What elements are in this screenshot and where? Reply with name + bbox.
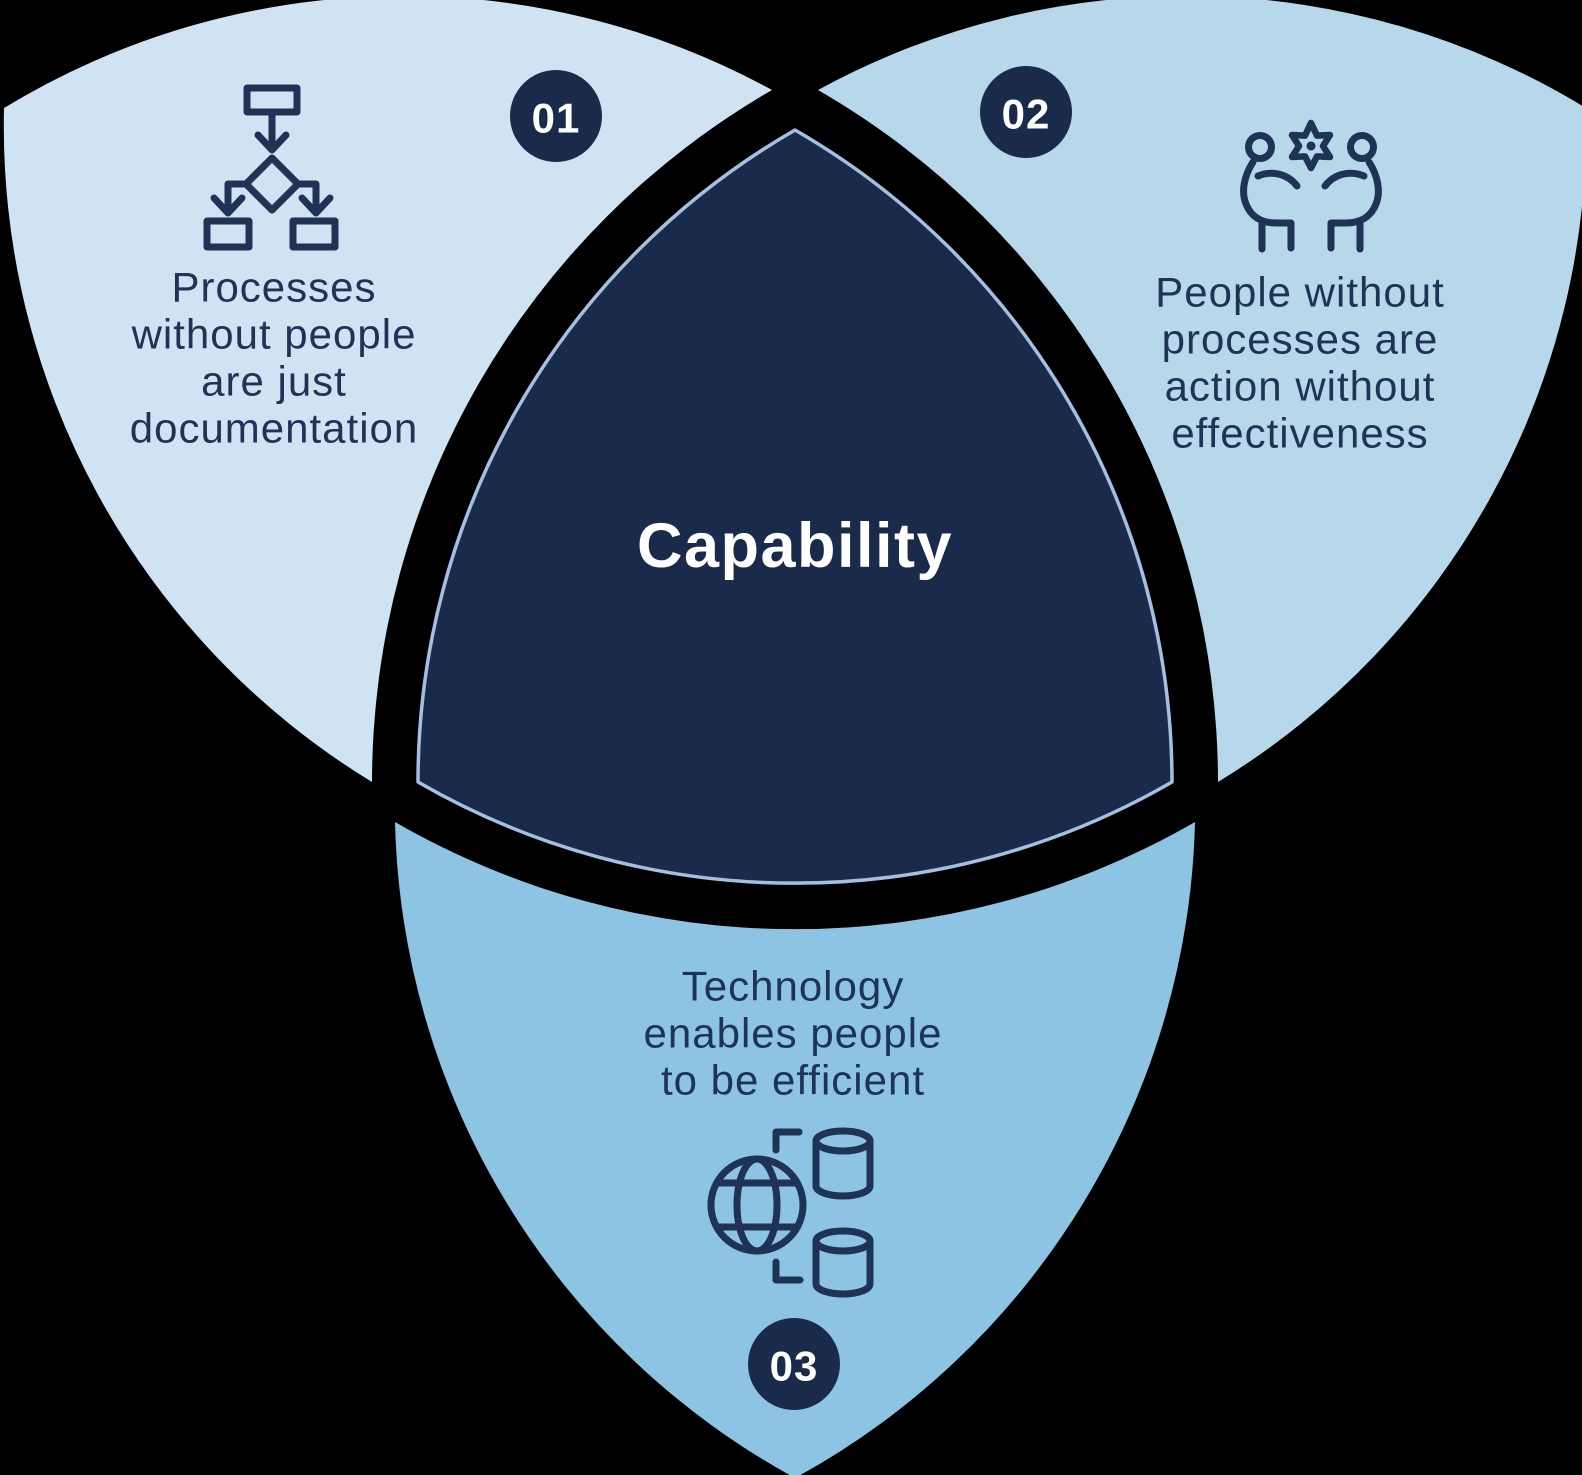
center-title: Capability — [637, 511, 953, 581]
petal-people-shape — [818, 0, 1582, 782]
badge-02: 02 — [980, 66, 1072, 158]
petal-technology: Technology enables people to be efficien… — [395, 822, 1195, 1475]
petal-text-line: are just — [201, 358, 347, 405]
petal-people: People without processes are action with… — [818, 0, 1582, 782]
petal-text-line: Processes — [171, 264, 376, 311]
badge-01-circle — [510, 70, 602, 162]
badge-03-circle — [748, 1318, 840, 1410]
petal-text-line: enables people — [644, 1010, 943, 1057]
flowchart-icon — [203, 84, 339, 251]
badge-03: 03 — [748, 1318, 840, 1410]
center-capability: Capability — [416, 128, 1174, 885]
badge-02-number: 02 — [1002, 91, 1051, 138]
petal-text-line: without people — [131, 311, 417, 358]
center-shape — [416, 128, 1174, 885]
petal-text-line: documentation — [130, 405, 419, 452]
petal-text-line: action without — [1165, 363, 1436, 410]
petal-text-line: People without — [1155, 269, 1445, 316]
petal-text-line: processes are — [1162, 316, 1439, 363]
petal-text-line: to be efficient — [661, 1057, 925, 1104]
petal-processes: Processes without people are just docume… — [3, 0, 772, 782]
petal-processes-shape — [3, 0, 772, 782]
badge-01: 01 — [510, 70, 602, 162]
badge-02-circle — [980, 66, 1072, 158]
petal-text-line: effectiveness — [1171, 410, 1428, 457]
petal-text-line: Technology — [682, 963, 904, 1010]
globe-database-icon — [707, 1127, 874, 1298]
badge-03-number: 03 — [770, 1343, 819, 1390]
badge-01-number: 01 — [532, 95, 581, 142]
people-gear-icon — [1240, 119, 1382, 253]
petal-technology-shape — [395, 822, 1195, 1475]
